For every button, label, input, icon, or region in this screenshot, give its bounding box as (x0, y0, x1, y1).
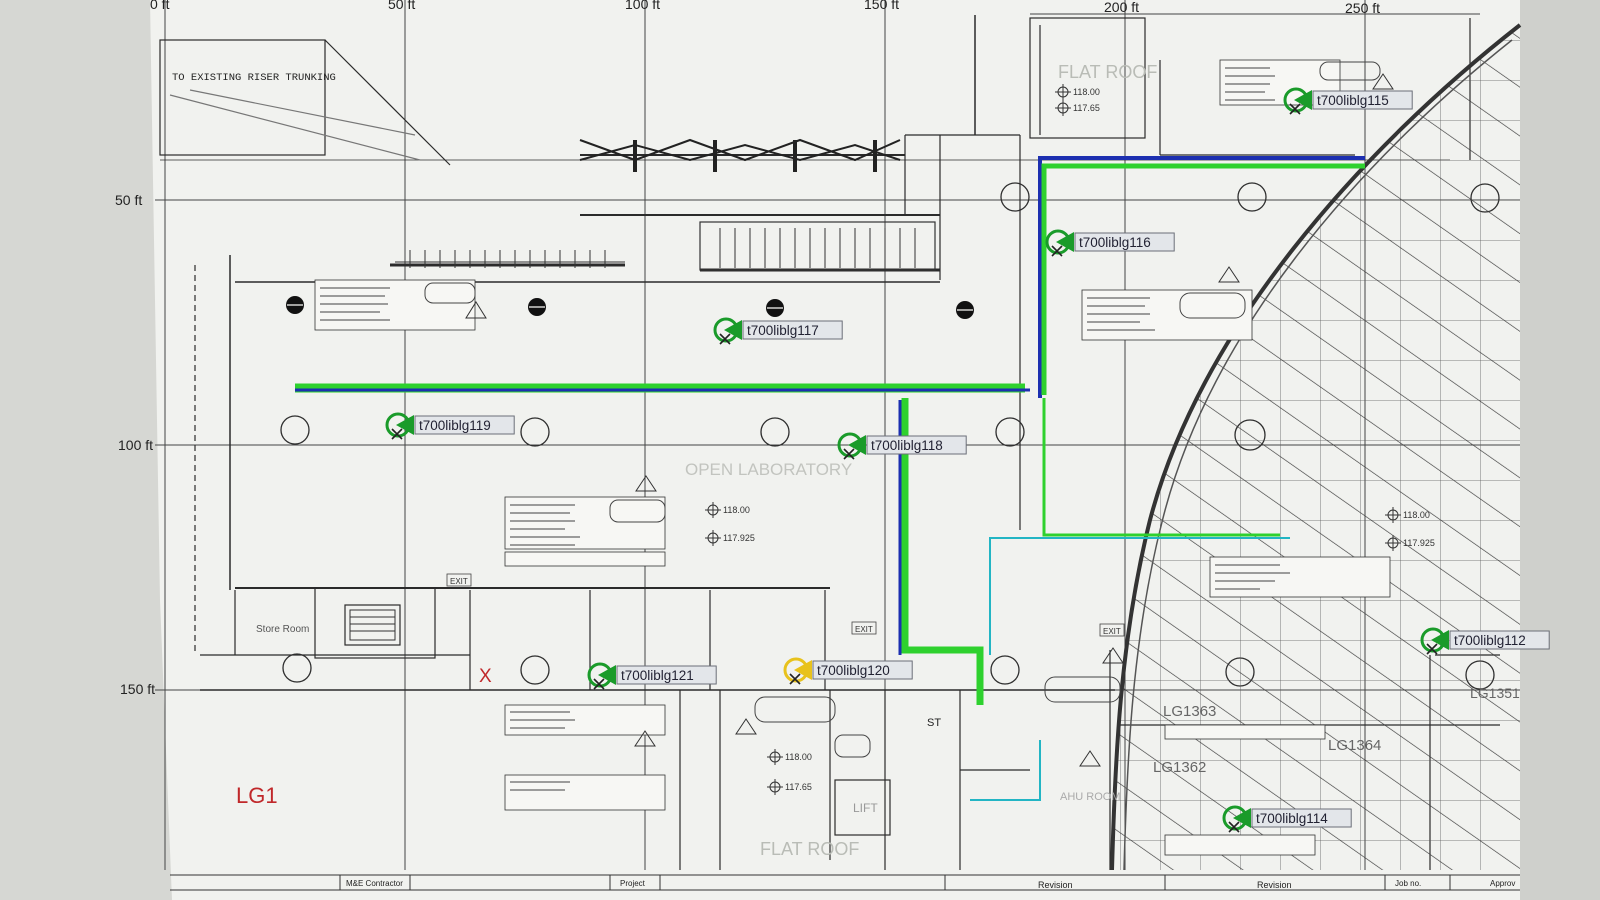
access-point-label-box (1449, 630, 1550, 650)
access-point-t700liblg119[interactable]: t700liblg119 (385, 412, 515, 440)
access-point-cross-icon (843, 448, 855, 460)
access-point-label-box (1312, 90, 1413, 110)
level-117-b: 117.925 (723, 533, 755, 543)
access-point-label: t700liblg117 (747, 323, 819, 338)
riser-note: TO EXISTING RISER TRUNKING (172, 72, 336, 84)
access-point-t700liblg114[interactable]: t700liblg114 (1222, 805, 1352, 833)
level-118-d: 118.00 (785, 752, 812, 762)
access-point-flag-icon (1056, 232, 1074, 252)
access-point-layer: t700liblg115 t700liblg116 t700liblg117 t700… (385, 87, 1550, 833)
access-point-flag-icon (1294, 90, 1312, 110)
level-name: LG1 (236, 783, 278, 808)
access-point-flag-icon (598, 665, 616, 685)
access-point-t700liblg116[interactable]: t700liblg116 (1045, 229, 1175, 257)
access-point-flag-icon (724, 320, 742, 340)
access-point-label-box (742, 320, 843, 340)
access-point-flag-icon (794, 660, 812, 680)
light-crosses (287, 304, 973, 311)
access-point-cross-icon (1426, 643, 1438, 655)
level-118-b: 118.00 (723, 505, 750, 515)
access-point-label-box (414, 415, 515, 435)
access-point-flag-icon (396, 415, 414, 435)
scale-top-250: 250 ft (1345, 0, 1380, 16)
access-point-t700liblg115[interactable]: t700liblg115 (1283, 87, 1413, 115)
access-point-cross-icon (391, 428, 403, 440)
st-label: ST (927, 717, 941, 729)
access-point-label-box (616, 665, 717, 685)
scale-top-50: 50 ft (388, 0, 415, 12)
access-point-cross-icon (789, 673, 801, 685)
access-point-cross-icon (719, 333, 731, 345)
access-point-t700liblg120[interactable]: t700liblg120 (783, 657, 913, 685)
scale-top-100: 100 ft (625, 0, 660, 12)
approved-label: Approv (1490, 879, 1515, 888)
flat-roof-top-label: FLAT ROOF (1058, 62, 1157, 82)
truss-symbol (579, 138, 901, 172)
level-117-d: 117.65 (785, 782, 812, 792)
level-118-a: 118.00 (1073, 87, 1100, 97)
revision-triangles (465, 73, 1394, 767)
room-label-lg1362: LG1362 (1153, 759, 1206, 776)
scale-top-0: 0 ft (150, 0, 170, 12)
access-point-flag-icon (1431, 630, 1449, 650)
scale-top-200: 200 ft (1104, 0, 1139, 15)
access-point-t700liblg117[interactable]: t700liblg117 (713, 317, 843, 345)
access-point-label: t700liblg120 (817, 663, 890, 678)
level-117-a: 117.65 (1073, 103, 1100, 113)
access-point-t700liblg121[interactable]: t700liblg121 (587, 662, 717, 690)
access-point-cross-icon (1228, 821, 1240, 833)
open-lab-label: OPEN LABORATORY (685, 460, 852, 479)
access-point-label: t700liblg121 (621, 668, 694, 683)
level-markers (705, 84, 1401, 795)
access-point-label: t700liblg118 (871, 438, 943, 453)
revision-clouds (424, 61, 1381, 758)
stairs-symbol (349, 228, 916, 641)
access-point-label-box (1251, 808, 1352, 828)
exit-sign-1: EXIT (450, 577, 468, 586)
trunking-routes (295, 156, 1365, 801)
red-x-mark: X (479, 666, 492, 687)
access-point-t700liblg112[interactable]: t700liblg112 (1420, 627, 1550, 655)
exit-sign-2: EXIT (855, 625, 873, 634)
scale-left-100: 100 ft (118, 437, 153, 453)
room-label-lg1364: LG1364 (1328, 737, 1381, 754)
scale-left-150: 150 ft (120, 681, 155, 697)
building-walls (159, 15, 1500, 870)
table-text-lines (320, 67, 1290, 791)
contractor-label: M&E Contractor (346, 879, 403, 888)
access-point-cross-icon (1051, 245, 1063, 257)
level-118-c: 118.00 (1403, 510, 1430, 520)
access-point-label: t700liblg114 (1256, 811, 1328, 826)
title-block (170, 874, 1520, 891)
exit-sign-3: EXIT (1103, 627, 1121, 636)
job-no-label: Job no. (1395, 879, 1421, 888)
access-point-label-box (812, 660, 913, 680)
access-point-label-box (1074, 232, 1175, 252)
curved-wall (1110, 23, 1522, 871)
flat-roof-bottom-label: FLAT ROOF (760, 839, 859, 859)
project-label: Project (620, 879, 646, 888)
access-point-flag-icon (848, 435, 866, 455)
access-point-cross-icon (1289, 103, 1301, 115)
lift-label: LIFT (853, 801, 878, 815)
access-point-label: t700liblg112 (1454, 633, 1526, 648)
scale-left-50: 50 ft (115, 192, 142, 208)
revision-label-1: Revision (1038, 880, 1073, 890)
access-point-cross-icon (593, 678, 605, 690)
revision-label-2: Revision (1257, 880, 1292, 890)
access-point-label: t700liblg116 (1079, 235, 1151, 250)
access-point-label: t700liblg115 (1317, 93, 1389, 108)
access-point-t700liblg118[interactable]: t700liblg118 (837, 432, 967, 460)
room-label-lg1363: LG1363 (1163, 703, 1216, 720)
access-point-label-box (866, 435, 967, 455)
access-point-label: t700liblg119 (419, 418, 491, 433)
scale-top-150: 150 ft (864, 0, 899, 12)
level-117-c: 117.925 (1403, 538, 1435, 548)
room-label-lg1351: LG1351 (1470, 685, 1520, 701)
access-point-flag-icon (1233, 808, 1251, 828)
ahu-room-label: AHU ROOM (1060, 791, 1121, 803)
store-room-label: Store Room (256, 624, 309, 635)
